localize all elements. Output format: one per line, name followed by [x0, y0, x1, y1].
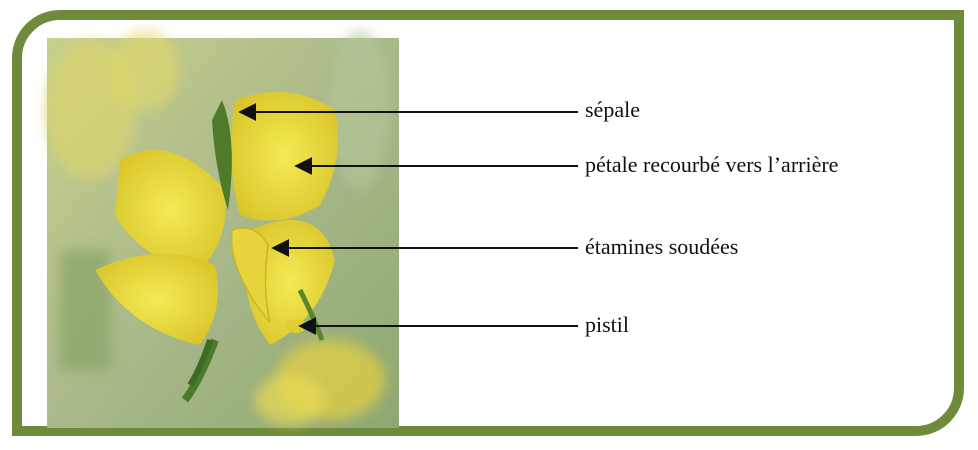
- label-petale: pétale recourbé vers l’arrière: [585, 154, 838, 176]
- flower-photo: [45, 30, 399, 428]
- label-etamines: étamines soudées: [585, 236, 738, 258]
- label-pistil: pistil: [585, 314, 629, 336]
- label-sepale: sépale: [585, 99, 640, 121]
